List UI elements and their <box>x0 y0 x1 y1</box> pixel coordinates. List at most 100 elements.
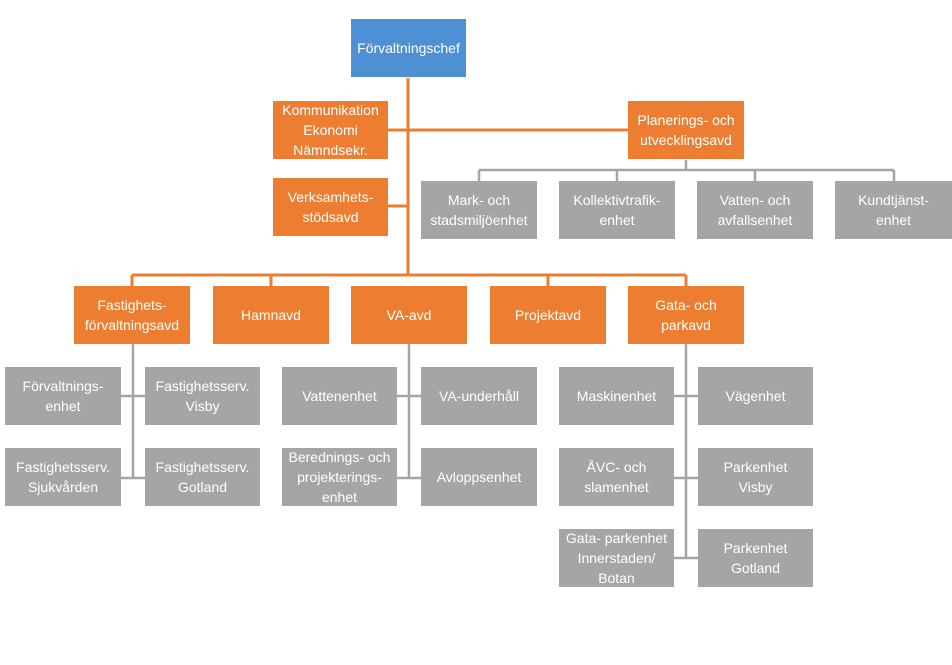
property-unit-box: Fastighetsserv. Visby <box>145 367 260 425</box>
box-label-line: Fastighetsserv. <box>155 459 250 475</box>
box-label-line: Gata- och <box>655 297 717 313</box>
box-label-line: slamenhet <box>584 479 649 495</box>
box-label: Mark- och stadsmiljöenhet <box>430 190 527 230</box>
project-department-box: Projektavd <box>490 286 606 344</box>
box-label: Kollektivtrafik-enhet <box>573 190 660 230</box>
box-label-line: utvecklingsavd <box>640 132 732 148</box>
planning-unit-box: Kollektivtrafik-enhet <box>559 181 675 239</box>
box-label: Hamnavd <box>241 305 301 325</box>
water-unit-box: VA-underhåll <box>421 367 537 425</box>
box-label-line: Visby <box>738 479 773 495</box>
water-department-box: VA-avd <box>351 286 467 344</box>
planning-unit-box: Kundtjänst-enhet <box>835 181 952 239</box>
head-box: Förvaltningschef <box>351 19 466 77</box>
box-label-line: Förvaltnings- <box>22 378 104 394</box>
water-unit-box: Vattenenhet <box>282 367 397 425</box>
box-label-line: stadsmiljöenhet <box>430 212 528 228</box>
box-label-line: Fastighetsserv. <box>155 378 250 394</box>
box-label-line: Planerings- och <box>637 112 735 128</box>
box-label: Gata- och parkavd <box>655 295 716 335</box>
business-support-box: Verksamhets-stödsavd <box>273 178 388 236</box>
box-label-line: Parkenhet <box>723 459 788 475</box>
box-label: Avloppsenhet <box>437 467 522 487</box>
box-label-line: stödsavd <box>302 209 359 225</box>
box-label-line: enhet <box>45 398 81 414</box>
box-label-line: VA-underhåll <box>439 388 519 404</box>
harbour-department-box: Hamnavd <box>213 286 329 344</box>
water-unit-box: Avloppsenhet <box>421 448 537 506</box>
planning-unit-box: Mark- och stadsmiljöenhet <box>421 181 537 239</box>
box-label-line: Innerstaden/ <box>577 550 656 566</box>
box-label-line: Vattenenhet <box>302 388 377 404</box>
box-label: Vatten- och avfallsenhet <box>718 190 793 230</box>
box-label: Fastighets-förvaltningsavd <box>85 295 179 335</box>
box-label-line: Sjukvården <box>27 479 99 495</box>
box-label-line: Projektavd <box>514 307 582 323</box>
streets-department-box: Gata- och parkavd <box>628 286 744 344</box>
box-label-line: Förvaltningschef <box>357 40 460 56</box>
grey-connectors <box>121 160 896 560</box>
box-label-line: Kollektivtrafik- <box>573 192 661 208</box>
property-department-box: Fastighets-förvaltningsavd <box>74 286 190 344</box>
box-label-line: Avloppsenhet <box>436 469 522 485</box>
box-label-line: Visby <box>185 398 220 414</box>
box-label-line: Kundtjänst- <box>858 192 929 208</box>
box-label: Fastighetsserv. Sjukvården <box>16 457 110 497</box>
box-label: Förvaltnings-enhet <box>23 376 104 416</box>
streets-unit-box: Vägenhet <box>698 367 813 425</box>
box-label: Berednings- och projekterings-enhet <box>289 448 391 506</box>
box-label-line: Ekonomi <box>303 122 358 138</box>
box-label-line: enhet <box>599 212 635 228</box>
water-unit-box: Berednings- och projekterings-enhet <box>282 448 397 506</box>
box-label-line: Parkenhet <box>723 540 788 556</box>
box-label-line: projekterings- <box>297 469 382 485</box>
box-label: Verksamhets-stödsavd <box>288 187 374 227</box>
box-label-line: Berednings- och <box>288 449 391 465</box>
box-label: VA-avd <box>387 305 432 325</box>
box-label-line: Vägenhet <box>725 388 786 404</box>
box-label-line: Verksamhets- <box>287 189 374 205</box>
box-label-line: Nämndsekr. <box>293 142 368 158</box>
box-label: Förvaltningschef <box>357 38 460 58</box>
planning-unit-box: Vatten- och avfallsenhet <box>697 181 813 239</box>
box-label: ÅVC- och slamenhet <box>584 457 649 497</box>
box-label-line: Botan <box>598 570 635 586</box>
box-label-line: Gotland <box>177 479 228 495</box>
box-label: Projektavd <box>515 305 581 325</box>
box-label-line: Hamnavd <box>241 307 301 323</box>
box-label-line: VA-avd <box>386 307 432 323</box>
box-label-line: Mark- och <box>447 192 511 208</box>
box-label: Maskinenhet <box>577 386 656 406</box>
box-label-line: Gata- parkenhet <box>565 530 668 546</box>
box-label: Vägenhet <box>726 386 786 406</box>
box-label-line: avfallsenhet <box>717 212 793 228</box>
box-label-line: enhet <box>875 212 912 228</box>
box-label-line: förvaltningsavd <box>84 317 180 333</box>
box-label-line: Kommunikation <box>282 102 379 118</box>
planning-department-box: Planerings- och utvecklingsavd <box>628 101 744 159</box>
property-unit-box: Förvaltnings-enhet <box>5 367 121 425</box>
box-label: Vattenenhet <box>302 386 376 406</box>
box-label-line: ÅVC- och <box>586 459 647 475</box>
box-label-line: enhet <box>321 489 358 505</box>
box-label-line: Vatten- och <box>719 192 791 208</box>
box-label-line: Fastighetsserv. <box>16 459 110 475</box>
box-label: Kundtjänst-enhet <box>858 190 929 230</box>
box-label-line: parkavd <box>661 317 711 333</box>
property-unit-box: Fastighetsserv. Gotland <box>145 448 260 506</box>
box-label: VA-underhåll <box>439 386 519 406</box>
box-label: Planerings- och utvecklingsavd <box>637 110 734 150</box>
property-unit-box: Fastighetsserv. Sjukvården <box>5 448 121 506</box>
streets-unit-box: Maskinenhet <box>559 367 674 425</box>
streets-unit-box: ÅVC- och slamenhet <box>559 448 674 506</box>
box-label-line: Fastighets- <box>97 297 167 313</box>
